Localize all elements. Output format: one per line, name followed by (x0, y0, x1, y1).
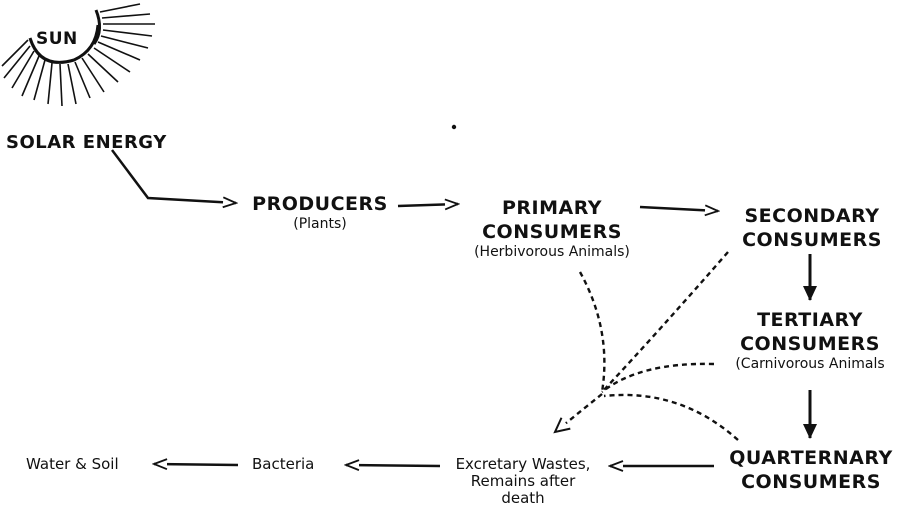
quarternary-line2: CONSUMERS (741, 471, 881, 493)
tertiary-line1: TERTIARY (757, 309, 863, 331)
wastes-line1: Excretary Wastes, (455, 455, 591, 473)
sun-icon (1, 3, 155, 107)
quarternary-consumers-node: QUARTERNARY CONSUMERS (716, 446, 906, 494)
wastes-line3: death (501, 489, 545, 507)
primary-line2: CONSUMERS (482, 221, 622, 243)
secondary-line2: CONSUMERS (742, 229, 882, 251)
quarternary-line1: QUARTERNARY (729, 447, 893, 469)
primary-line1: PRIMARY (501, 197, 603, 219)
arrow-solar-to-producers (111, 149, 236, 203)
tertiary-consumers-node: TERTIARY CONSUMERS (Carnivorous Animals (714, 308, 906, 373)
water-soil-node: Water & Soil (26, 455, 119, 473)
secondary-consumers-node: SECONDARY CONSUMERS (722, 204, 902, 252)
primary-note: (Herbivorous Animals) (474, 244, 630, 260)
primary-consumers-node: PRIMARY CONSUMERS (Herbivorous Animals) (452, 196, 652, 261)
arrow-wastes-to-bacteria (346, 465, 441, 466)
tertiary-note: (Carnivorous Animals (735, 356, 885, 372)
dotted-path-primary (578, 271, 606, 393)
wastes-node: Excretary Wastes, Remains after death (438, 456, 608, 507)
secondary-line1: SECONDARY (744, 205, 880, 227)
wastes-line2: Remains after (470, 472, 576, 490)
bacteria-node: Bacteria (252, 455, 315, 473)
arrow-bacteria-to-soil (154, 464, 239, 465)
producers-note: (Plants) (293, 216, 347, 232)
producers-title: PRODUCERS (252, 193, 388, 215)
arrow-producers-to-primary (397, 204, 458, 206)
decay-paths (553, 251, 739, 441)
producers-node: PRODUCERS (Plants) (245, 192, 395, 233)
dotted-path-quarternary (603, 393, 739, 441)
arrow-primary-to-secondary (639, 207, 718, 211)
tertiary-line2: CONSUMERS (740, 333, 880, 355)
dotted-path-secondary (601, 251, 729, 393)
dotted-path-tertiary (601, 362, 715, 393)
solar-energy-label: SOLAR ENERGY (6, 132, 167, 153)
stray-dot (451, 124, 457, 130)
dotted-path-to-wastes (553, 393, 603, 434)
sun-label: SUN (36, 29, 78, 49)
